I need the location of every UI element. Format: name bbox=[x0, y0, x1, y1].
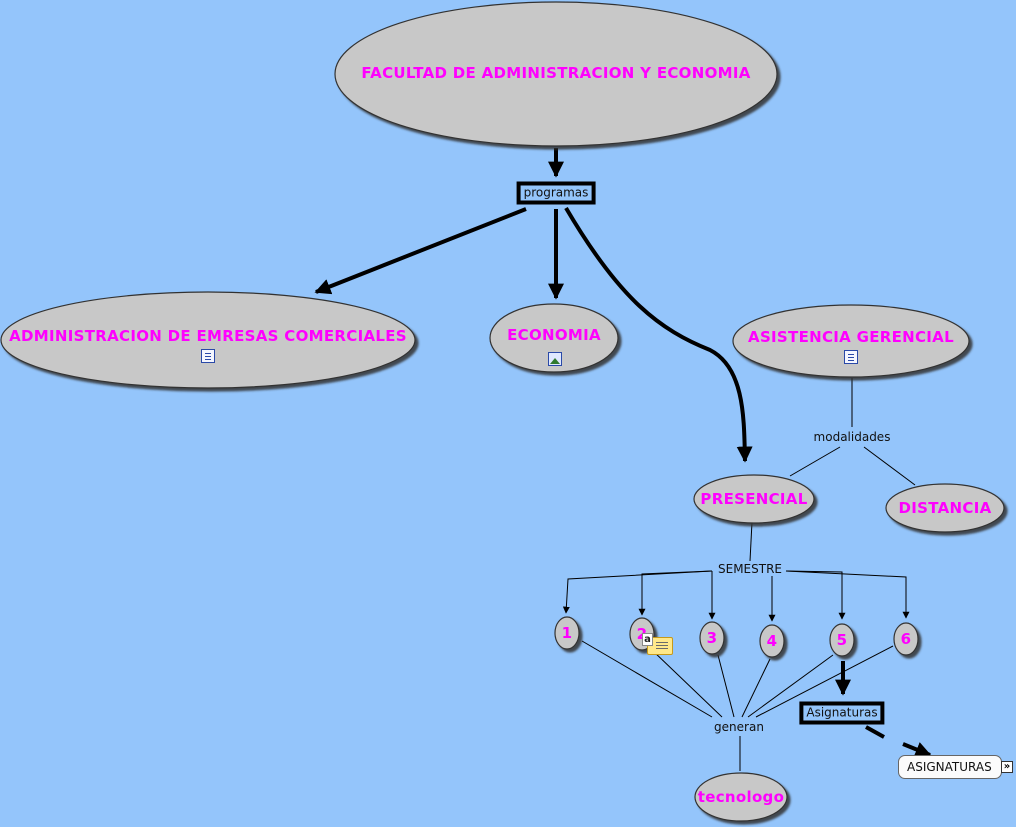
concept-economia-shape bbox=[489, 303, 619, 373]
edge-2-generan bbox=[651, 649, 723, 718]
concept-faculty-shape bbox=[334, 1, 778, 147]
link-programas[interactable]: programas bbox=[516, 181, 596, 205]
concept-presencial[interactable]: PRESENCIAL bbox=[700, 490, 808, 508]
resource-asignaturas[interactable]: ASIGNATURAS » bbox=[898, 755, 1013, 779]
edge-semestre-1 bbox=[562, 570, 713, 614]
edge-modalidades-distancia bbox=[863, 446, 916, 486]
link-modalidades[interactable]: modalidades bbox=[812, 430, 892, 444]
concept-semester-4-shape bbox=[759, 624, 785, 658]
concept-asistencia-shape bbox=[732, 304, 970, 378]
concept-economia[interactable]: ECONOMIA bbox=[507, 326, 601, 344]
concept-presencial-shape bbox=[693, 474, 815, 524]
concept-semester-1[interactable]: 1 bbox=[561, 624, 573, 642]
concept-distancia-shape bbox=[885, 483, 1005, 533]
concept-tecnologo-shape bbox=[694, 772, 788, 822]
concept-faculty[interactable]: FACULTAD DE ADMINISTRACION Y ECONOMIA bbox=[361, 64, 751, 82]
concept-semester-1-shape bbox=[554, 616, 580, 650]
edge-5-generan bbox=[747, 654, 834, 718]
concept-semester-5-shape bbox=[829, 623, 855, 657]
expand-arrow-icon[interactable]: » bbox=[1001, 761, 1013, 773]
resource-label: ASIGNATURAS bbox=[907, 760, 992, 774]
edge-semestre-6 bbox=[785, 570, 910, 619]
document-icon[interactable] bbox=[201, 349, 215, 363]
concept-semester-3[interactable]: 3 bbox=[706, 629, 718, 647]
edge-4-generan bbox=[741, 658, 771, 718]
edge-programas-presencial bbox=[564, 206, 753, 463]
concept-admin-shape bbox=[0, 291, 416, 389]
concept-semester-3-shape bbox=[699, 621, 725, 655]
concept-semester-4[interactable]: 4 bbox=[766, 632, 778, 650]
concept-tecnologo[interactable]: tecnologo bbox=[697, 788, 785, 806]
document-icon[interactable] bbox=[844, 350, 858, 364]
concept-admin[interactable]: ADMINISTRACION DE EMRESAS COMERCIALES bbox=[9, 327, 407, 345]
edge-modalidades-presencial bbox=[789, 446, 841, 477]
edge-6-generan bbox=[755, 645, 894, 718]
edge-programas-admin bbox=[314, 207, 527, 295]
concept-semester-6[interactable]: 6 bbox=[900, 630, 912, 648]
edge-presencial-semestre bbox=[749, 521, 753, 562]
edge-3-generan bbox=[717, 654, 735, 718]
link-generan[interactable]: generan bbox=[713, 720, 765, 734]
edge-1-generan bbox=[581, 640, 713, 718]
note-icon[interactable] bbox=[642, 633, 673, 655]
concept-distancia[interactable]: DISTANCIA bbox=[898, 499, 992, 517]
edge-semestre-5 bbox=[785, 570, 846, 620]
link-semestre[interactable]: SEMESTRE bbox=[716, 562, 784, 576]
link-asignaturas[interactable]: Asignaturas bbox=[799, 701, 885, 725]
image-icon[interactable] bbox=[548, 352, 562, 366]
concept-semester-6-shape bbox=[893, 622, 919, 656]
concept-asistencia[interactable]: ASISTENCIA GERENCIAL bbox=[748, 328, 954, 346]
connectors bbox=[314, 148, 930, 771]
edge-semestre-2 bbox=[638, 570, 713, 616]
concept-semester-5[interactable]: 5 bbox=[836, 631, 848, 649]
edge-asignaturas-resource bbox=[865, 725, 930, 755]
